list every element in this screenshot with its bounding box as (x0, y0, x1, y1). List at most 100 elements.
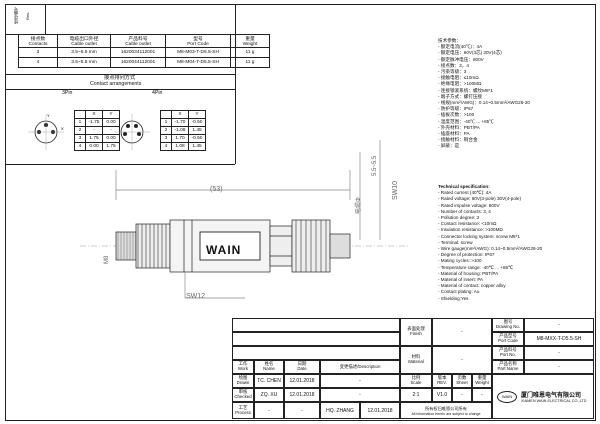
dim-sw12: SW12 (186, 293, 206, 300)
dim-sw10: SW10 (392, 180, 399, 200)
drawn-name: TC. CHEN (254, 374, 284, 388)
company-logo: WAIN (497, 390, 517, 403)
table-row: 1-1.70-0.50 (160, 118, 206, 127)
header-contacts: Contacts (28, 42, 48, 47)
divider (235, 4, 236, 164)
svg-text:Y: Y (47, 113, 50, 118)
checked-date: 12.01.2018 (284, 388, 320, 402)
company-name-cn: 厦门唯恩电气有限公司 (521, 393, 582, 399)
dim-m8: M8 (104, 255, 110, 264)
header-code: Port Code (187, 42, 209, 47)
drawing-frame (5, 4, 596, 421)
weight-value: - (472, 388, 492, 402)
table-row: 4 3.5~5.5 mm 1620044112001 M8-M04-T-D5.5… (18, 57, 270, 68)
connector-drawing (80, 140, 410, 299)
approved-name: HQ. ZHANG (320, 402, 360, 419)
revision-strip: 修改/编号 Rev. (5, 4, 46, 35)
header-weight: Weight (242, 42, 258, 47)
process-name: - (254, 402, 284, 419)
pin4-label: 4Pin (152, 90, 163, 96)
dim-diameter: 5.5~5.5 (372, 155, 378, 176)
header-cable: Cable outlet (71, 42, 97, 47)
drawn-date: 12.01.2018 (284, 374, 320, 388)
divider (5, 164, 235, 165)
cell-weight: 11 g (230, 47, 270, 58)
company-block: WAIN 厦门唯恩电气有限公司 XIAMEN WAIN ELECTRICAL C… (492, 374, 594, 419)
material-value: - (432, 346, 492, 374)
cell-weight: 11 g (230, 57, 270, 68)
header-weight-cn: 重量 (245, 37, 255, 42)
cell-code: M8-M03-T-D5.5-SH (165, 47, 231, 58)
header-item: Cable outlet (125, 42, 151, 47)
col-description: 变更描述/Description (320, 360, 400, 374)
cell-cable: 3.5~5.5 mm (57, 57, 111, 68)
contact-title: Contact arrangements (90, 81, 142, 87)
cell-cable: 3.5~5.5 mm (57, 47, 111, 58)
port-code-value: M8-MXX-T-D5.5-SH (524, 332, 594, 346)
company-name: XIAMEN WAIN ELECTRICAL CO.,LTD (521, 399, 587, 403)
copyright-note: 所有权归唯恩公司所有 All information herein are su… (400, 402, 492, 419)
cell-contacts: 3 (18, 47, 58, 58)
divider (5, 89, 235, 90)
part-name-value: - (524, 360, 594, 374)
checked-description: - (320, 388, 400, 402)
cell-contacts: 4 (18, 57, 58, 68)
cell-code: M8-M04-T-D5.5-SH (165, 57, 231, 68)
header-contacts-cn: 接点数 (30, 37, 46, 42)
pin3-label: 3Pin (62, 90, 73, 96)
cell-item: 1620034112001 (110, 47, 166, 58)
technical-specification-cn: 技术参数： - 额定电流(40℃)：4A - 额定电压：60V(3芯) 30V(… (438, 38, 530, 149)
divider (5, 74, 235, 75)
pin4-face-diagram (114, 114, 150, 150)
technical-specification-en: Technical specification: - Rated current… (438, 184, 543, 301)
dim-length: (53) (210, 186, 223, 193)
drawn-description: - (320, 374, 400, 388)
brand-logo: WAIN (206, 243, 242, 257)
scale-value: 2:1 (400, 388, 432, 402)
dim-cable: 电缆Φ (356, 197, 362, 214)
cell-item: 1620044112001 (110, 57, 166, 68)
table-row: 3 3.5~5.5 mm 1620034112001 M8-M03-T-D5.5… (18, 47, 270, 58)
drawing-no-value: - (524, 318, 594, 332)
approved-date: 12.01.2018 (360, 402, 400, 419)
pin3-face-diagram: Y X (28, 113, 64, 150)
rev-value: V1.0 (432, 388, 452, 402)
process-date: - (284, 402, 320, 419)
port-no-value: - (524, 346, 594, 360)
checked-name: ZQ. XU (254, 388, 284, 402)
rev-strip-label-en: Rev. (25, 12, 30, 20)
header-item-cn: 产品料号 (128, 37, 148, 42)
header-cable-cn: 电缆出口外径 (69, 37, 99, 42)
rev-strip-label: 修改/编号 (13, 7, 18, 25)
contact-title-cn: 接点排列方式 (104, 75, 136, 81)
svg-text:X: X (61, 126, 64, 131)
header-code-cn: 型号 (193, 37, 203, 42)
sheet-value: - (452, 388, 472, 402)
finish-value: - (432, 318, 492, 346)
